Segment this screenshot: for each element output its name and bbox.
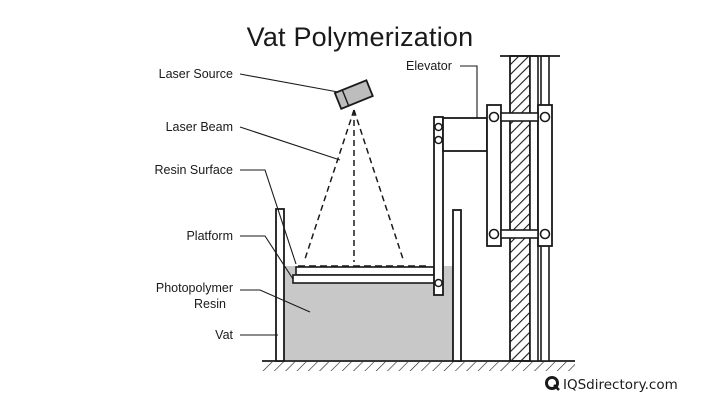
platform [292,266,438,284]
leader-elevator [460,65,478,118]
label-vat: Vat [215,328,233,342]
leader-photopolymer-resin [240,289,311,313]
label-laser-source: Laser Source [159,67,233,81]
label-platform: Platform [186,229,233,243]
label-elevator: Elevator [406,59,452,73]
brand-logo [545,376,560,391]
leader-platform [240,235,294,280]
label-laser-beam: Laser Beam [166,120,233,134]
label-photopolymer-resin-line1: Photopolymer [156,281,233,295]
ground [262,360,575,371]
leader-resin-surface [240,169,297,265]
vat [275,208,462,362]
platform-support-arm [433,116,444,296]
elevator-arm [442,117,488,152]
elevator-carriage [486,104,553,247]
diagram-title: Vat Polymerization [247,22,474,52]
brand-text: IQSdirectory.com [563,377,678,393]
laser-source [333,79,374,110]
leader-laser-source [239,73,339,93]
laser-beam [303,109,405,263]
label-photopolymer-resin-line2: Resin [194,297,226,311]
leader-lines [239,65,478,336]
label-resin-surface: Resin Surface [154,163,233,177]
leader-laser-beam [239,126,341,161]
